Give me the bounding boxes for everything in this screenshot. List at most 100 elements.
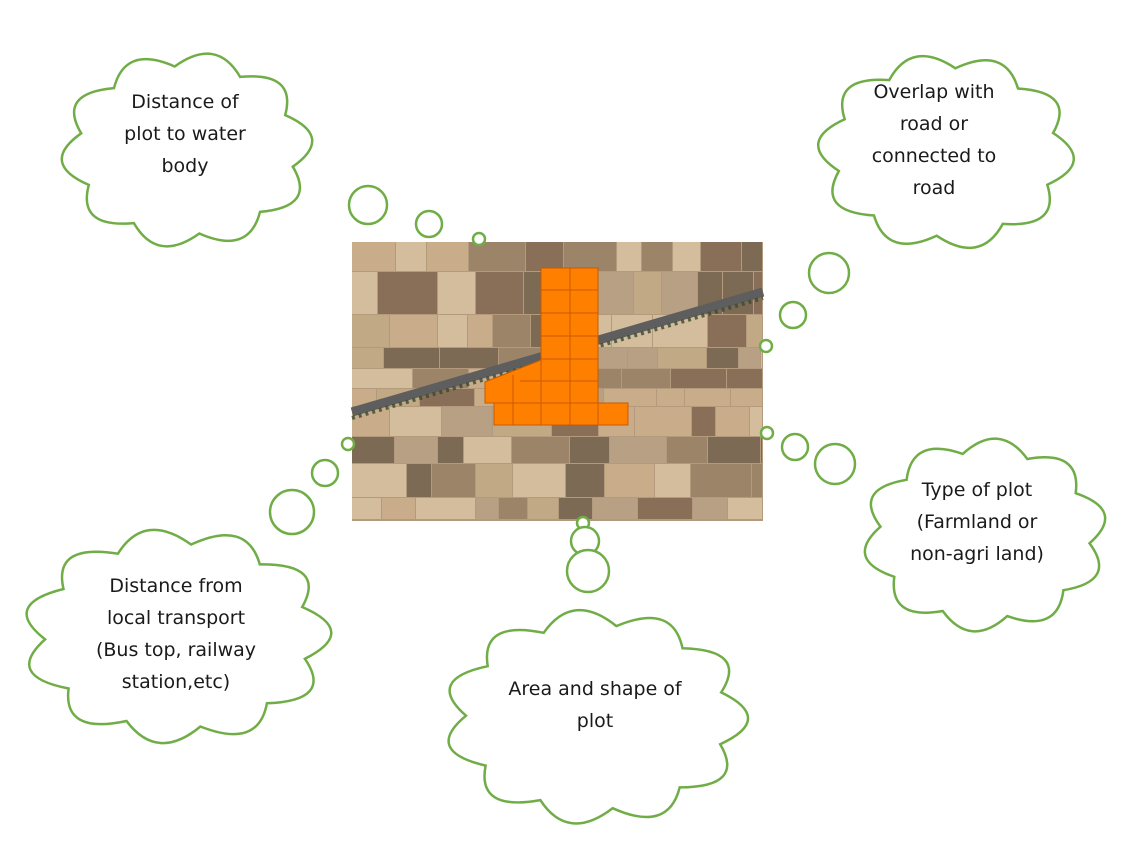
- field-patch: [407, 464, 431, 497]
- field-patch: [384, 348, 439, 368]
- field-patch: [593, 498, 637, 519]
- thought-clouds: [25, 52, 1107, 825]
- field-patch: [617, 242, 641, 271]
- field-patch: [438, 272, 475, 314]
- field-patch: [469, 242, 525, 271]
- field-patch: [716, 407, 749, 436]
- field-patch: [464, 437, 511, 463]
- field-patch: [352, 242, 395, 271]
- field-patch: [564, 242, 616, 271]
- bubble: [778, 300, 808, 330]
- field-patch: [747, 315, 762, 347]
- field-patch: [708, 315, 746, 347]
- field-patch: [493, 315, 530, 347]
- field-patch: [707, 348, 738, 368]
- bubble: [565, 548, 611, 594]
- road-trees: [351, 296, 764, 420]
- field-patch: [559, 498, 592, 519]
- selected-plot: [484, 267, 629, 426]
- bubble: [813, 442, 857, 486]
- bubble: [758, 338, 774, 354]
- field-patch: [761, 348, 762, 368]
- bubble: [347, 184, 389, 226]
- field-patch: [604, 389, 656, 406]
- field-patch: [438, 315, 467, 347]
- field-patch: [476, 272, 523, 314]
- field-patch: [752, 464, 762, 497]
- field-patch: [468, 315, 492, 347]
- cloud-plot-type: [863, 437, 1107, 633]
- cloud-water-body: [60, 52, 314, 248]
- cloud-transport-text: Distance from local transport (Bus top, …: [95, 575, 257, 693]
- field-patch: [526, 242, 563, 271]
- field-patch: [594, 369, 621, 388]
- field-patch: [570, 437, 609, 463]
- field-patch: [352, 348, 383, 368]
- field-patch: [352, 389, 376, 406]
- field-patch: [628, 348, 657, 368]
- field-patch: [352, 315, 389, 347]
- cloud-road: [817, 54, 1075, 250]
- field-patch: [432, 464, 475, 497]
- field-patch: [708, 437, 760, 463]
- field-patch: [352, 437, 394, 463]
- field-patch: [476, 498, 498, 519]
- field-patch: [635, 407, 691, 436]
- field-patch: [750, 407, 762, 436]
- satellite-map: [350, 242, 765, 521]
- field-patch: [657, 389, 684, 406]
- field-patch: [378, 272, 437, 314]
- field-patch: [693, 498, 727, 519]
- field-patch: [512, 437, 569, 463]
- bubble: [310, 458, 340, 488]
- field-patch: [440, 348, 498, 368]
- field-patch: [352, 369, 412, 388]
- bubble: [807, 251, 851, 295]
- cloud-area-shape: [447, 609, 750, 825]
- field-patch: [438, 437, 463, 463]
- field-patch: [528, 498, 558, 519]
- bubble: [268, 488, 316, 536]
- field-patch: [395, 437, 437, 463]
- field-patch: [427, 242, 468, 271]
- field-patch: [731, 389, 762, 406]
- field-patch: [594, 348, 627, 368]
- field-patch: [610, 437, 666, 463]
- field-patch: [667, 437, 707, 463]
- bubble: [471, 231, 487, 247]
- field-patch: [642, 242, 672, 271]
- field-patch: [701, 242, 741, 271]
- bubble: [340, 436, 356, 452]
- field-patch: [658, 348, 706, 368]
- field-patch: [692, 407, 715, 436]
- field-patch: [685, 389, 730, 406]
- cloud-road-text: Overlap with road or connected to road: [871, 81, 997, 199]
- field-patch: [761, 437, 762, 463]
- field-patch: [634, 272, 661, 314]
- field-patch: [499, 498, 527, 519]
- field-patch: [390, 315, 437, 347]
- field-patch: [442, 407, 492, 436]
- field-patch: [728, 498, 762, 519]
- field-patch: [382, 498, 415, 519]
- field-patch: [727, 369, 762, 388]
- field-patch: [739, 348, 760, 368]
- field-patch: [638, 498, 692, 519]
- field-patch: [396, 242, 426, 271]
- connector-bubbles: [268, 184, 857, 594]
- field-patch: [352, 464, 406, 497]
- bubble: [780, 432, 810, 462]
- cloud-area-shape-text: Area and shape of plot: [508, 678, 682, 732]
- field-patch: [476, 464, 512, 497]
- cloud-plot-type-text: Type of plot (Farmland or non-agri land): [910, 479, 1044, 565]
- field-patch: [513, 464, 565, 497]
- field-patch: [352, 272, 377, 314]
- cloud-transport: [25, 528, 333, 745]
- field-patch: [691, 464, 751, 497]
- cloud-water-body-text: Distance of plot to water body: [124, 91, 246, 177]
- field-patch: [662, 272, 697, 314]
- bubble: [759, 425, 775, 441]
- field-patch: [390, 407, 441, 436]
- field-patch: [671, 369, 726, 388]
